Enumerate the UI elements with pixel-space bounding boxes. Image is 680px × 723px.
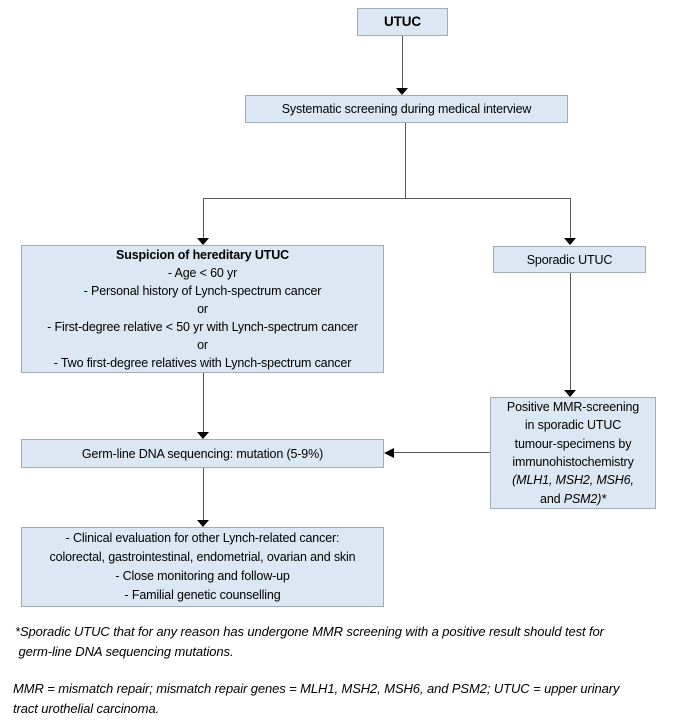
connector-utuc-to-screening [402,36,403,88]
arrow-down-icon [564,390,576,397]
connector-mmr-to-germline [394,452,490,453]
node-utuc-label: UTUC [384,14,421,29]
arrow-left-icon [384,448,394,458]
footnote-asterisk: *Sporadic UTUC that for any reason has u… [15,624,604,659]
node-sporadic-utuc: Sporadic UTUC [493,246,646,273]
connector-suspicion-to-germline [203,373,204,432]
node-utuc: UTUC [357,8,448,36]
node-suspicion-hereditary-utuc: Suspicion of hereditary UTUC - Age < 60 … [21,245,384,373]
node-clinical-evaluation-text: - Clinical evaluation for other Lynch-re… [49,531,356,602]
arrow-down-icon [197,238,209,245]
arrow-down-icon [197,520,209,527]
arrow-down-icon [197,432,209,439]
connector-branch-horizontal [203,198,571,199]
arrow-down-icon [396,88,408,95]
footnote-abbreviations: MMR = mismatch repair; mismatch repair g… [13,681,620,716]
node-suspicion-criteria: - Age < 60 yr- Personal history of Lynch… [47,266,358,370]
node-systematic-screening: Systematic screening during medical inte… [245,95,568,123]
connector-germline-to-evaluation [203,468,204,520]
connector-branch-right [570,198,571,238]
arrow-down-icon [564,238,576,245]
node-suspicion-title: Suspicion of hereditary UTUC [116,248,289,262]
connector-screening-stem [405,123,406,198]
connector-branch-left [203,198,204,238]
node-sporadic-utuc-label: Sporadic UTUC [526,252,613,267]
node-germline-sequencing: Germ-line DNA sequencing: mutation (5-9%… [21,439,384,468]
node-clinical-evaluation: - Clinical evaluation for other Lynch-re… [21,527,384,607]
connector-sporadic-to-mmr [570,273,571,390]
node-systematic-screening-label: Systematic screening during medical inte… [281,102,532,116]
node-germline-sequencing-label: Germ-line DNA sequencing: mutation (5-9%… [81,446,324,461]
